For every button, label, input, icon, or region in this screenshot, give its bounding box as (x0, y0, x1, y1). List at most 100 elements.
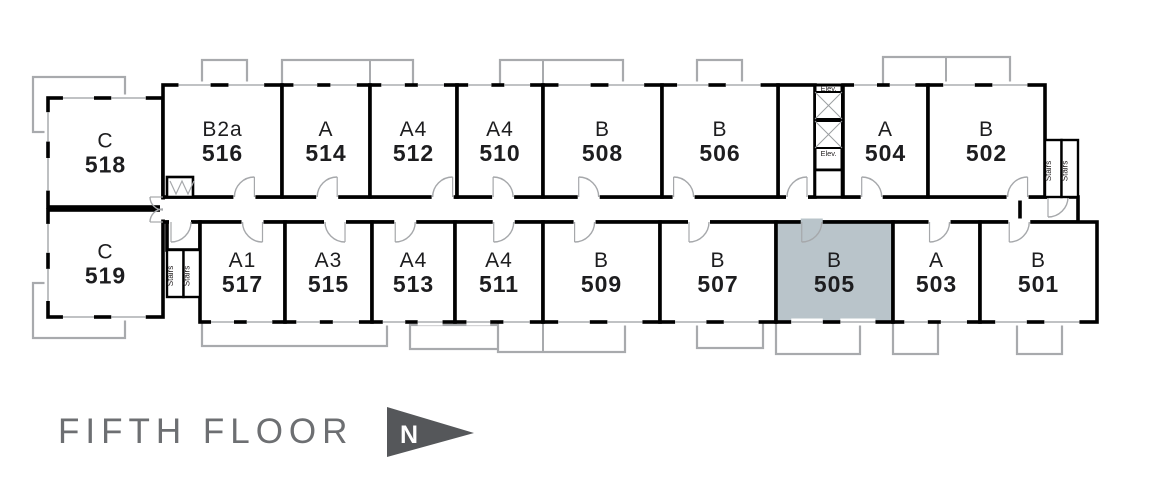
unit-number-label: 515 (308, 271, 349, 297)
balcony (498, 58, 625, 87)
door-gap (860, 193, 883, 201)
elevator-label: Elev. (820, 149, 836, 158)
stairs-cell (1060, 138, 1080, 199)
unit-number-label: 504 (865, 140, 906, 166)
unit-number-label: 509 (581, 271, 622, 297)
door-arc (149, 196, 164, 211)
door-gap (241, 218, 264, 226)
balcony (1015, 320, 1064, 356)
north-arrow: N (387, 407, 474, 457)
door-gap (573, 218, 596, 226)
corridor (1018, 195, 1080, 224)
door-arc (324, 221, 346, 243)
door-gap (160, 199, 167, 220)
unit-number-label: 502 (966, 140, 1007, 166)
door-gap (1008, 218, 1031, 226)
unit-type-label: A (318, 118, 333, 141)
door-gap (233, 193, 256, 201)
unit-type-label: B (594, 249, 609, 272)
unit-number-label: 511 (479, 271, 519, 297)
door-arc (801, 221, 823, 243)
unit-type-label: B (595, 118, 610, 141)
unit-room[interactable] (978, 220, 1099, 324)
balcony (774, 320, 862, 356)
balcony (280, 58, 415, 87)
unit-room[interactable] (658, 220, 778, 324)
unit-type-label: A4 (400, 118, 428, 141)
unit-room[interactable] (541, 83, 664, 199)
door-gap (431, 193, 454, 201)
unit-type-label: B2a (202, 118, 242, 141)
door-arc (673, 176, 695, 198)
door-gap (688, 218, 710, 226)
unit-type-label: A4 (400, 249, 428, 272)
unit-room[interactable] (283, 220, 374, 324)
stairs-label: Stairs (1060, 161, 1069, 181)
floor-title: FIFTH FLOOR (58, 412, 354, 451)
unit-type-label: A (929, 249, 944, 272)
door-arc (688, 221, 710, 243)
utility-closet-doors (169, 179, 195, 196)
utility-closet (165, 175, 195, 199)
door-gap (672, 193, 695, 201)
door-arc (1009, 221, 1030, 243)
balcony (695, 58, 744, 87)
unit-number-label: 512 (393, 140, 434, 166)
unit-room[interactable] (541, 220, 662, 324)
unit-room[interactable] (46, 208, 165, 319)
door-arc (861, 176, 883, 198)
unit-room[interactable] (368, 83, 459, 199)
unit-type-label: B (979, 118, 994, 141)
unit-number-label: 516 (202, 140, 243, 166)
balcony (496, 320, 627, 354)
unit-number-label: 507 (697, 271, 738, 297)
unit-number-label: 510 (479, 140, 520, 166)
door-arc (233, 176, 255, 198)
corridor (161, 195, 1036, 224)
unit-type-label: B (827, 249, 842, 272)
door-gap (577, 193, 600, 201)
door-arc (241, 221, 263, 243)
unit-type-label: A1 (229, 249, 257, 272)
unit-room[interactable] (774, 220, 895, 324)
door-arc (316, 176, 338, 198)
stairs-label: Stairs (1044, 161, 1053, 181)
door-arc (786, 176, 808, 198)
unit-number-label: 513 (393, 271, 434, 297)
door-arc (170, 221, 192, 243)
stairs-label: Stairs (182, 266, 191, 286)
elevator-x (814, 120, 843, 149)
door-arc (395, 221, 416, 243)
unit-number-label: 501 (1018, 271, 1059, 297)
door-arc (1047, 196, 1069, 218)
unit-room[interactable] (198, 220, 287, 324)
door-gap (786, 193, 808, 201)
door-arc (149, 208, 164, 223)
north-label: N (400, 421, 418, 449)
unit-type-label: A4 (485, 249, 513, 272)
unit-type-label: C (97, 130, 113, 153)
door-arc (493, 221, 515, 243)
unit-type-label: B (710, 249, 725, 272)
balcony (891, 320, 940, 356)
corridor (165, 220, 202, 252)
